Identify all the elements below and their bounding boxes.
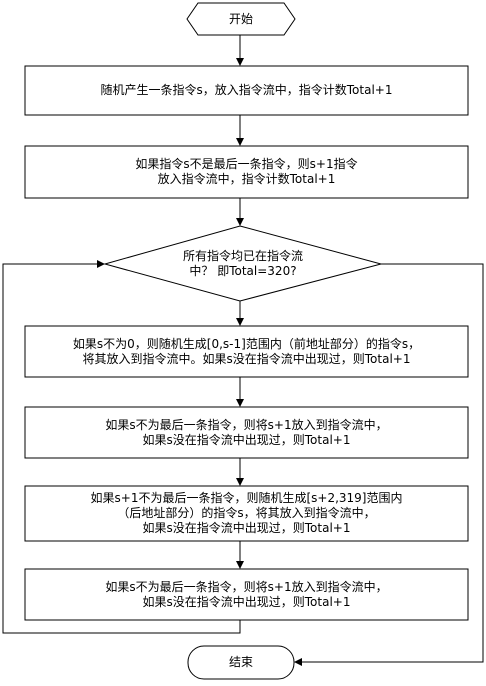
decision-line: 中？ 即Total=320? [189,264,297,278]
arrow-loop-back [2,260,241,634]
step2-line: 放入指令流中，指令计数Total+1 [157,172,336,186]
step2-line: 如果指令s不是最后一条指令，则s+1指令 [135,157,358,171]
step4-label: 如果s不为最后一条指令，则将s+1放入到指令流中，如果s没在指令流中出现过，则T… [25,407,468,458]
step5-line: （后地址部分）的指令s，将其放入到指令流中， [117,506,376,520]
step2-box [24,145,469,199]
decision-label: 所有指令均已在指令流中？ 即Total=320? [150,242,336,286]
step3-line: 将其放入到指令流中。如果s没在指令流中出现过，则Total+1 [82,351,411,366]
step4-line: 如果s没在指令流中出现过，则Total+1 [142,432,351,447]
step6-box [24,568,469,621]
step6-line: 如果s不为最后一条指令，则将s+1放入到指令流中， [105,579,388,594]
step3-box [24,325,469,378]
end-label: 结束 [188,646,294,679]
step6-line: 如果s没在指令流中出现过，则Total+1 [142,594,351,609]
step3-label: 如果s不为0，则随机生成[0,s-1]范围内（前地址部分）的指令s，将其放入到指… [25,326,468,377]
step2-label: 如果指令s不是最后一条指令，则s+1指令放入指令流中，指令计数Total+1 [25,146,468,198]
start-label: 开始 [187,3,295,35]
start-node [186,2,296,36]
arrow-decision-end [294,263,484,666]
start-line: 开始 [228,11,253,26]
step5-line: 如果s+1不为最后一条指令，则随机生成[s+2,319]范围内 [90,491,403,505]
step3-line: 如果s不为0，则随机生成[0,s-1]范围内（前地址部分）的指令s， [72,336,421,351]
step1-line: 随机产生一条指令s，放入指令流中，指令计数Total+1 [100,83,393,97]
step5-label: 如果s+1不为最后一条指令，则随机生成[s+2,319]范围内（后地址部分）的指… [25,486,468,541]
end-line: 结束 [228,655,253,669]
decision-line: 所有指令均已在指令流 [182,249,303,263]
step4-line: 如果s不为最后一条指令，则将s+1放入到指令流中， [105,417,388,432]
step6-label: 如果s不为最后一条指令，则将s+1放入到指令流中，如果s没在指令流中出现过，则T… [25,569,468,620]
step1-box [24,65,469,116]
step4-box [24,406,469,459]
step5-box [24,485,469,542]
step1-label: 随机产生一条指令s，放入指令流中，指令计数Total+1 [25,66,468,115]
step5-line: 如果s没在指令流中出现过，则Total+1 [142,521,351,535]
